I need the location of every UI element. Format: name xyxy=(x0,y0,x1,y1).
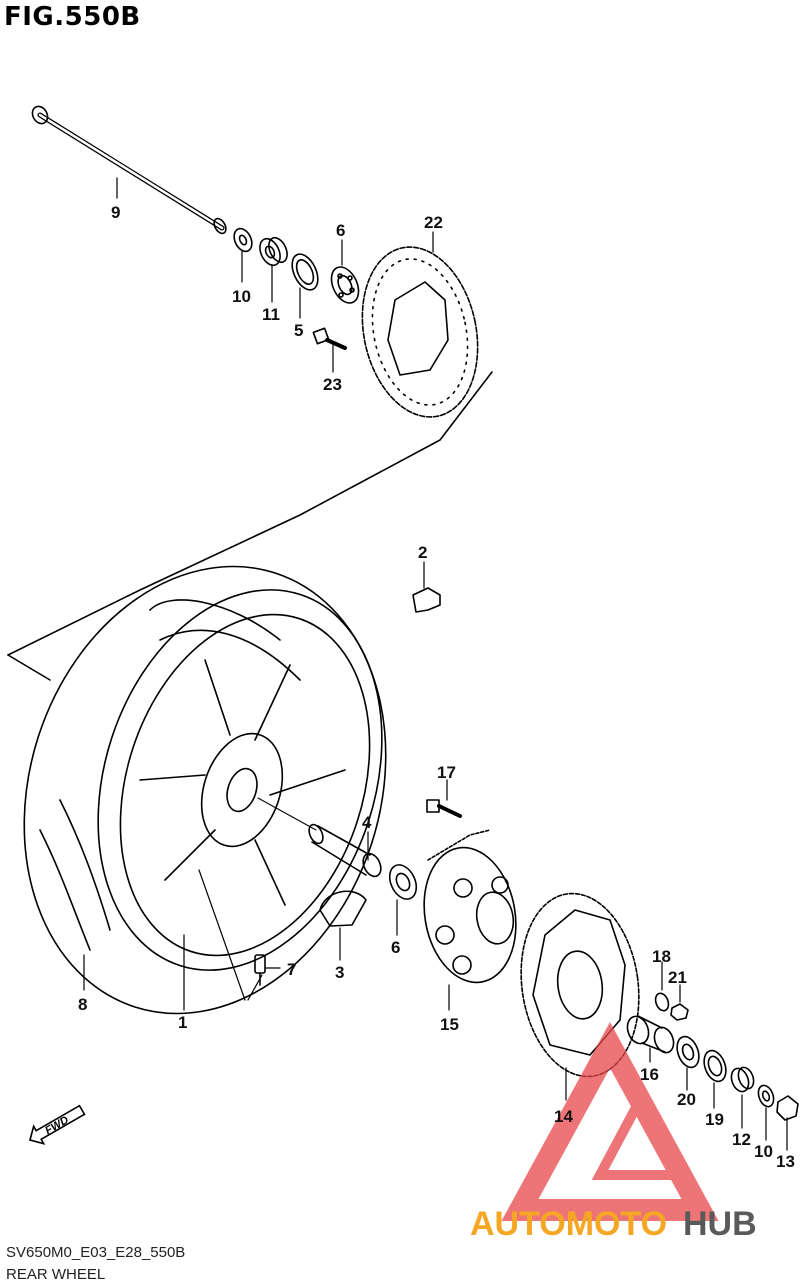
callout-15: 15 xyxy=(440,1015,459,1034)
callout-1: 1 xyxy=(178,1013,187,1032)
rear-tire xyxy=(23,565,387,1015)
sprocket-carrier xyxy=(423,846,517,984)
callout-20: 20 xyxy=(677,1090,696,1109)
watermark-text-part1: AUTOMOTO xyxy=(470,1205,667,1243)
callout-7: 7 xyxy=(287,960,296,979)
callout-4: 4 xyxy=(362,813,372,832)
watermark-text-part2: HUB xyxy=(683,1205,757,1243)
callout-11: 11 xyxy=(262,305,280,324)
washer-10-lower xyxy=(757,1084,775,1108)
callout-10-top: 10 xyxy=(232,287,251,306)
washer-top xyxy=(233,227,253,253)
callout-23: 23 xyxy=(323,375,342,394)
figure-code: SV650M0_E03_E28_550B xyxy=(6,1244,186,1261)
callout-21: 21 xyxy=(668,968,687,987)
callout-6-lower: 6 xyxy=(391,938,400,957)
bearing-lower xyxy=(388,864,418,900)
callout-16: 16 xyxy=(640,1065,659,1084)
explode-outline-hub xyxy=(427,829,491,861)
cushion xyxy=(319,890,367,927)
bearing-top xyxy=(330,266,360,304)
explode-outline-lower xyxy=(7,654,51,681)
watermark-logo xyxy=(501,1022,719,1221)
sprocket-bolt xyxy=(426,799,462,818)
brake-disc xyxy=(361,246,479,418)
spacer-tube xyxy=(257,797,382,878)
callout-18: 18 xyxy=(652,947,671,966)
callout-17: 17 xyxy=(437,763,456,782)
callout-5: 5 xyxy=(294,321,303,340)
callout-14: 14 xyxy=(554,1107,573,1126)
fwd-label: FWD xyxy=(43,1114,71,1137)
figure-name: REAR WHEEL xyxy=(6,1266,106,1283)
callout-19: 19 xyxy=(705,1110,724,1129)
callout-10-lower: 10 xyxy=(754,1142,773,1161)
leader-lines xyxy=(83,177,788,1151)
rear-sprocket xyxy=(520,892,640,1078)
callout-3: 3 xyxy=(335,963,344,982)
callout-2: 2 xyxy=(418,543,427,562)
callout-6-top: 6 xyxy=(336,221,345,240)
callout-12: 12 xyxy=(732,1130,751,1149)
spacer-16 xyxy=(626,1015,675,1054)
spacer-top xyxy=(259,236,288,267)
figure-title: FIG.550B xyxy=(4,2,141,32)
washer-18 xyxy=(654,992,670,1012)
callout-8: 8 xyxy=(78,995,87,1014)
bearing-20 xyxy=(676,1035,700,1069)
spacer-12 xyxy=(730,1066,755,1093)
forward-direction-badge: FWD xyxy=(29,1104,86,1145)
nut-21 xyxy=(670,1003,689,1021)
explode-outline xyxy=(7,371,493,656)
oil-seal xyxy=(291,253,319,291)
callout-22: 22 xyxy=(424,213,443,232)
rear-wheel-rim xyxy=(119,613,371,957)
axle-nut-13 xyxy=(776,1095,799,1121)
disc-bolt xyxy=(312,327,347,350)
rear-axle xyxy=(31,105,227,235)
seal-19 xyxy=(703,1049,727,1083)
callout-13: 13 xyxy=(776,1152,795,1171)
balance-weight xyxy=(412,587,441,613)
callout-9: 9 xyxy=(111,203,120,222)
